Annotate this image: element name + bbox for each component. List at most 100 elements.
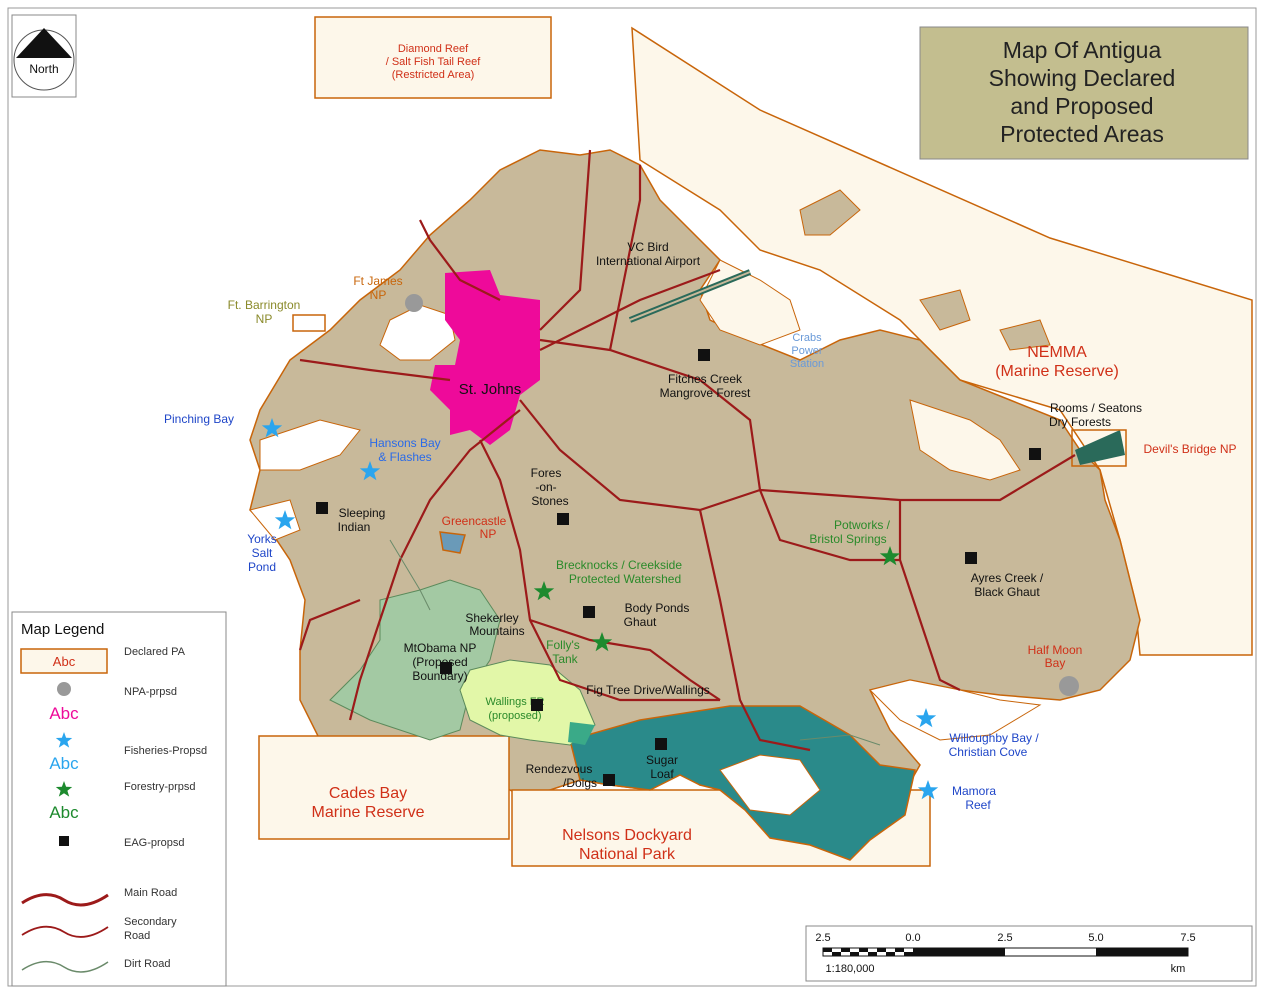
eag-marker-sugar-loaf — [655, 738, 667, 750]
north-label: North — [29, 62, 58, 76]
scale-tick-4: 5.0 — [1088, 932, 1103, 944]
cades-bay-line-1: Cades Bay — [329, 785, 407, 802]
st-johns-label: St. Johns — [459, 381, 522, 398]
mamora-line-2: Reef — [965, 798, 991, 812]
hansons-line-1: Hansons Bay — [369, 436, 440, 450]
ft-barrington-line-2: NP — [256, 312, 273, 326]
legend-secondary-2: Road — [124, 930, 150, 942]
ft-barrington-line-1: Ft. Barrington — [228, 298, 301, 312]
eag-marker-rendezvous — [603, 774, 615, 786]
yorks-line-1: Yorks — [247, 532, 277, 546]
ne-islet-2 — [919, 289, 971, 331]
st-johns-harbour — [379, 304, 456, 361]
eag-marker-fitches — [698, 349, 710, 361]
body-ponds-line-1: Body Ponds — [625, 601, 690, 615]
hansons-line-2: & Flashes — [378, 450, 431, 464]
scale-tick-1: 2.5 — [815, 932, 830, 944]
star-pinching-icon — [261, 418, 283, 438]
ne-islet-3 — [999, 319, 1051, 351]
star-hansons-icon — [359, 461, 381, 481]
scale-tick-5: 7.5 — [1180, 932, 1195, 944]
north-arrow-icon: North — [11, 14, 77, 98]
legend-npa-icon — [57, 682, 71, 696]
eag-marker-wallings — [531, 699, 543, 711]
ft-barrington-box[interactable] — [292, 314, 326, 332]
scale-ratio: 1:180,000 — [826, 963, 875, 975]
devils-bridge-np[interactable] — [1075, 430, 1125, 465]
crabs-line-3: Station — [790, 358, 824, 370]
sleeping-line-1: Sleeping — [339, 506, 386, 520]
vc-bird-line-1: VC Bird — [627, 240, 668, 254]
cades-bay-reserve[interactable] — [258, 735, 510, 840]
forestry-stars — [533, 546, 901, 652]
wallings-teal-corner — [568, 722, 595, 745]
legend-dirt-road-icon — [21, 961, 109, 973]
eag-markers — [316, 349, 1041, 786]
legend-fisheries-star-icon — [55, 732, 73, 748]
willoughby-line-2: Christian Cove — [949, 745, 1028, 759]
legend-fisheries: Fisheries-Propsd — [124, 745, 207, 757]
ne-inner-bay — [909, 399, 1021, 481]
legend-npa-prpsd: NPA-prpsd — [124, 686, 177, 698]
ft-james-line-2: NP — [370, 288, 387, 302]
st-johns-area[interactable] — [430, 270, 540, 445]
title-box — [919, 26, 1249, 160]
mamora-line-1: Mamora — [952, 784, 996, 798]
yorks-line-3: Pond — [248, 560, 276, 574]
scale-unit: km — [1171, 963, 1186, 975]
legend-forestry: Forestry-prpsd — [124, 781, 196, 793]
follys-line-1: Folly's — [546, 638, 580, 652]
greencastle-np[interactable] — [439, 531, 466, 554]
legend-sample-declared: Abc — [53, 654, 76, 669]
npa-marker-ft-james — [405, 294, 423, 312]
title-line-4: Protected Areas — [1000, 121, 1164, 147]
star-potworks-icon — [879, 546, 901, 566]
devils-bridge-box — [1071, 429, 1127, 467]
eag-marker-fores — [557, 513, 569, 525]
greencastle-line-1: Greencastle — [442, 514, 507, 528]
legend-main-road-icon — [21, 893, 109, 907]
legend-sample-npa: Abc — [49, 704, 79, 723]
ne-islet-1 — [799, 189, 861, 236]
legend-forestry-star-icon — [55, 781, 73, 797]
eag-marker-mtobama — [440, 662, 452, 674]
legend-main-road: Main Road — [124, 887, 177, 899]
star-mamora-icon — [917, 780, 939, 800]
rooms-line-1: Rooms / Seatons — [1050, 401, 1142, 415]
legend-title: Map Legend — [21, 621, 104, 638]
potworks-line-1: Potworks / — [834, 518, 891, 532]
star-brecknocks-icon — [533, 581, 555, 601]
fig-tree-label: Fig Tree Drive/Wallings — [586, 683, 710, 697]
mtobama-line-1: MtObama NP — [404, 641, 477, 655]
mt-obama-np[interactable] — [329, 579, 501, 741]
legend-sample-fisheries: Abc — [49, 754, 79, 773]
fores-line-3: Stones — [531, 494, 568, 508]
mtobama-line-3: Boundary) — [412, 669, 467, 683]
crabs-line-1: Crabs — [792, 332, 822, 344]
star-yorks-icon — [274, 510, 296, 530]
rooms-line-2: Dry Forests — [1049, 415, 1111, 429]
fitches-line-1: Fitches Creek — [668, 372, 743, 386]
dirt-roads — [389, 539, 881, 746]
diamond-reef-box[interactable] — [314, 16, 552, 99]
sugar-loaf-line-2: Loaf — [650, 767, 674, 781]
nelsons-line-1: Nelsons Dockyard — [562, 827, 692, 844]
crabs-line-2: Power — [791, 345, 823, 357]
devils-bridge-label: Devil's Bridge NP — [1144, 442, 1237, 456]
legend-declared-swatch — [20, 648, 108, 674]
fores-line-2: -on- — [535, 480, 556, 494]
eag-marker-body-ponds — [583, 606, 595, 618]
brecknocks-line-1: Brecknocks / Creekside — [556, 558, 682, 572]
rendezvous-line-2: /Doigs — [563, 776, 597, 790]
ayres-line-2: Black Ghaut — [974, 585, 1040, 599]
nemma-line-1: NEMMA — [1027, 344, 1087, 361]
ft-james-line-1: Ft James — [353, 274, 402, 288]
wallings-line-1: Wallings FR — [486, 696, 545, 708]
legend-declared-pa: Declared PA — [124, 646, 186, 658]
brecknocks-line-2: Protected Watershed — [569, 572, 681, 586]
nelsons-line-2: National Park — [579, 846, 676, 863]
legend-dirt-road: Dirt Road — [124, 958, 170, 970]
legend-sample-forestry: Abc — [49, 803, 79, 822]
vc-bird-line-2: International Airport — [596, 254, 701, 268]
pinching-label: Pinching Bay — [164, 412, 234, 426]
